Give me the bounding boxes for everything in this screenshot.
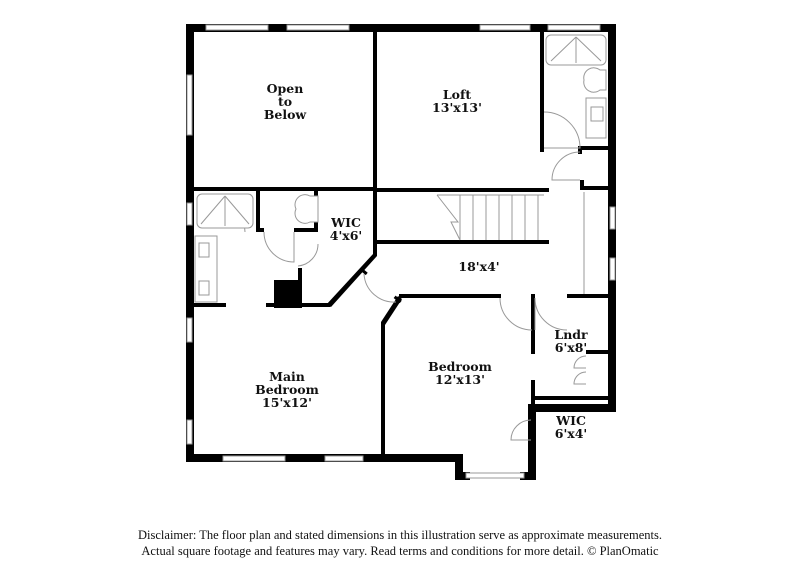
room-dimensions: 6'x4' [554,426,588,441]
room-name: Main [269,369,305,384]
room-name: Open [266,81,304,96]
room-label-wic-main: WIC 4'x6' [330,216,363,242]
disclaimer-line-1: Disclaimer: The floor plan and stated di… [138,528,662,542]
room-dimensions: 12'x13' [435,372,485,387]
room-label-open-to-below: Open to Below [264,82,306,121]
room-label-main-bedroom: Main Bedroom 15'x12' [255,370,319,409]
room-label-wic-bedroom: WIC 6'x4' [555,414,588,440]
room-dimensions: 4'x6' [329,228,363,243]
room-name: Bedroom [255,382,319,397]
room-label-bedroom: Bedroom 12'x13' [428,360,492,386]
room-name: Lndr [554,327,588,342]
disclaimer: Disclaimer: The floor plan and stated di… [0,527,800,559]
exterior-walls [186,24,616,480]
room-name: to [277,94,293,109]
room-name: Bedroom [428,359,492,374]
interior-walls [186,24,616,456]
floor-plan [186,24,616,480]
room-name: Loft [442,87,472,102]
room-name: Below [263,107,307,122]
room-label-hallway: 18'x4' [458,260,499,273]
room-label-loft: Loft 13'x13' [432,88,482,114]
room-label-laundry: Lndr 6'x8' [554,328,587,354]
room-dimensions: 6'x8' [554,340,588,355]
room-dimensions: 18'x4' [458,259,500,274]
disclaimer-line-2: Actual square footage and features may v… [141,544,659,558]
fixtures [194,34,607,303]
room-dimensions: 13'x13' [432,100,482,115]
room-name: WIC [556,413,586,428]
room-dimensions: 15'x12' [262,395,312,410]
room-name: WIC [331,215,361,230]
windows [186,24,616,479]
doors [224,111,587,441]
staircase [436,192,585,294]
